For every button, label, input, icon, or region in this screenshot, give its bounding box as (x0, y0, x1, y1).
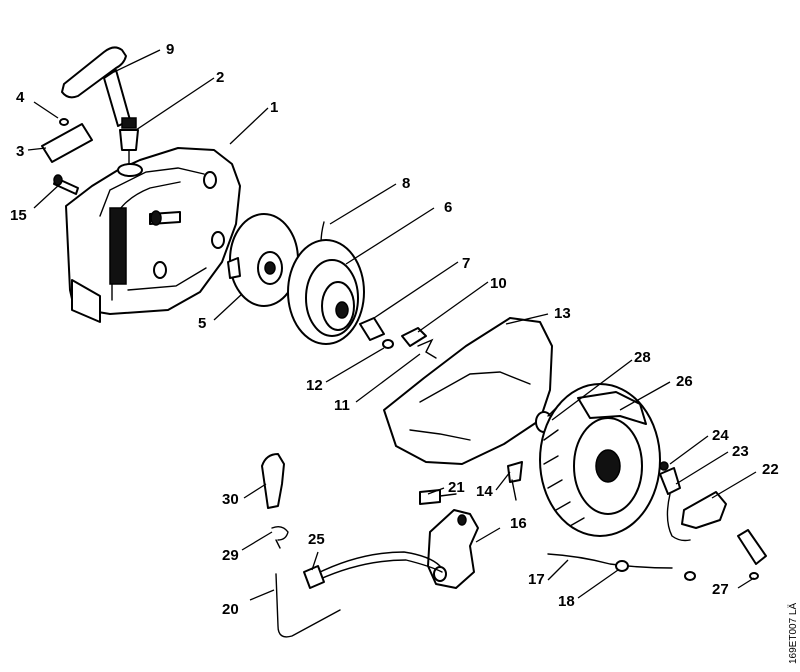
callout-5: 5 (198, 315, 206, 332)
short-circuit-wire-part (547, 553, 696, 581)
callout-8: 8 (402, 175, 410, 192)
nut-part (749, 572, 759, 580)
pawl-carrier-part (227, 213, 299, 307)
ignition-module-part (427, 509, 479, 589)
fan-housing-part (65, 147, 241, 323)
callout-16: 16 (510, 515, 527, 532)
callout-20: 20 (222, 601, 239, 618)
starter-grip-part (61, 46, 137, 129)
cover-plate-part (41, 123, 93, 163)
spark-plug-boot-part (261, 453, 285, 509)
bracket-part (681, 491, 727, 529)
callout-10: 10 (490, 275, 507, 292)
rope-rotor-part (287, 239, 365, 345)
insulating-sleeve-part (737, 529, 767, 565)
callout-12: 12 (306, 377, 323, 394)
shroud-screw-part (507, 461, 523, 501)
callout-2: 2 (216, 69, 224, 86)
callout-24: 24 (712, 427, 729, 444)
callout-28: 28 (634, 349, 651, 366)
callout-27: 27 (712, 581, 729, 598)
callout-15: 15 (10, 207, 27, 224)
drawing-code: 169ET007 LÄ (787, 603, 799, 664)
callout-1: 1 (270, 99, 278, 116)
callout-labels: 9 2 4 1 3 8 15 6 7 10 13 5 28 12 26 11 2… (10, 41, 779, 618)
callout-9: 9 (166, 41, 174, 58)
washer-part (382, 339, 394, 349)
pawl-part (401, 327, 427, 347)
small-screw-part (59, 118, 69, 126)
callout-25: 25 (308, 531, 325, 548)
callout-30: 30 (222, 491, 239, 508)
callout-22: 22 (762, 461, 779, 478)
callout-11: 11 (334, 397, 350, 414)
contact-wire-part (659, 461, 691, 542)
callout-14: 14 (476, 483, 493, 500)
callout-13: 13 (554, 305, 571, 322)
flywheel-part (539, 383, 661, 537)
coil-screw-part (419, 489, 457, 505)
callout-17: 17 (528, 571, 545, 588)
callout-29: 29 (222, 547, 239, 564)
bent-wire-part (275, 573, 341, 638)
callout-23: 23 (732, 443, 749, 460)
shroud-part (383, 317, 553, 465)
leader-lines (27, 49, 757, 601)
callout-21: 21 (448, 479, 465, 496)
callout-7: 7 (462, 255, 470, 272)
callout-18: 18 (558, 593, 575, 610)
callout-26: 26 (676, 373, 693, 390)
rope-guide-bush-part (119, 129, 139, 173)
housing-screw-part (53, 174, 79, 195)
ignition-lead-part (303, 551, 443, 589)
sleeve-part (359, 317, 385, 341)
callout-3: 3 (16, 143, 24, 160)
boot-clip-part (271, 525, 289, 549)
callout-6: 6 (444, 199, 452, 216)
callout-4: 4 (16, 89, 25, 106)
spring-clip-part (417, 338, 437, 359)
